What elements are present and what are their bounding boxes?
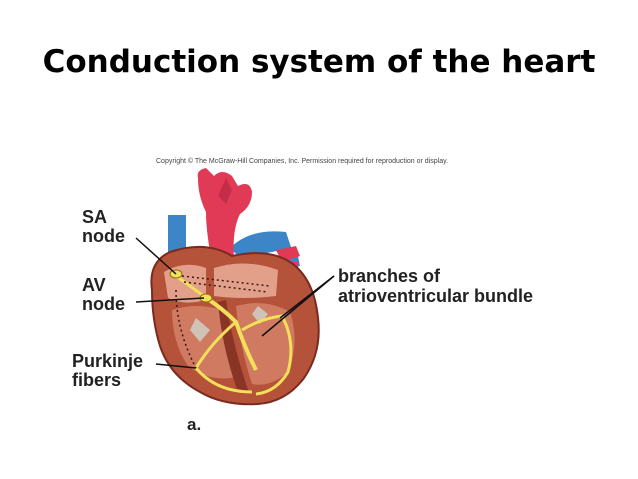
av-node-label-line1: AV	[82, 275, 106, 295]
aorta-arch	[197, 168, 252, 262]
bundle-branches-label: branches of atrioventricular bundle	[338, 266, 533, 306]
page-title: Conduction system of the heart	[42, 44, 596, 80]
sa-leader-line	[135, 237, 177, 275]
purkinje-leader-line	[155, 363, 197, 369]
tricuspid-valve	[190, 318, 210, 342]
av-node-label: AV node	[82, 276, 125, 314]
purkinje-label-line1: Purkinje	[72, 351, 144, 371]
branches-leader-line-2	[279, 275, 335, 319]
sa-node-label-line2: node	[82, 226, 125, 246]
av-leader-line	[135, 297, 205, 303]
av-node-label-line2: node	[82, 294, 125, 314]
branches-label-line2: atrioventricular bundle	[338, 286, 534, 306]
purkinje-label-line2: fibers	[72, 370, 122, 390]
purkinje-fibers-label: Purkinje fibers	[72, 352, 143, 390]
panel-label: a.	[187, 415, 202, 434]
sa-node-label: SA node	[82, 208, 125, 246]
mitral-valve	[252, 306, 268, 324]
right-bundle-branch	[194, 320, 253, 394]
left-ventricle	[236, 303, 295, 385]
impulse-dots-2	[183, 281, 269, 293]
septum	[218, 300, 248, 392]
left-atrium	[214, 263, 278, 298]
sa-node-label-line1: SA	[82, 207, 108, 227]
copyright-notice: Copyright © The McGraw-Hill Companies, I…	[156, 158, 449, 165]
branches-label-line1: branches of	[338, 266, 441, 286]
aorta-branch	[218, 178, 232, 204]
left-bundle-branch	[241, 314, 293, 396]
